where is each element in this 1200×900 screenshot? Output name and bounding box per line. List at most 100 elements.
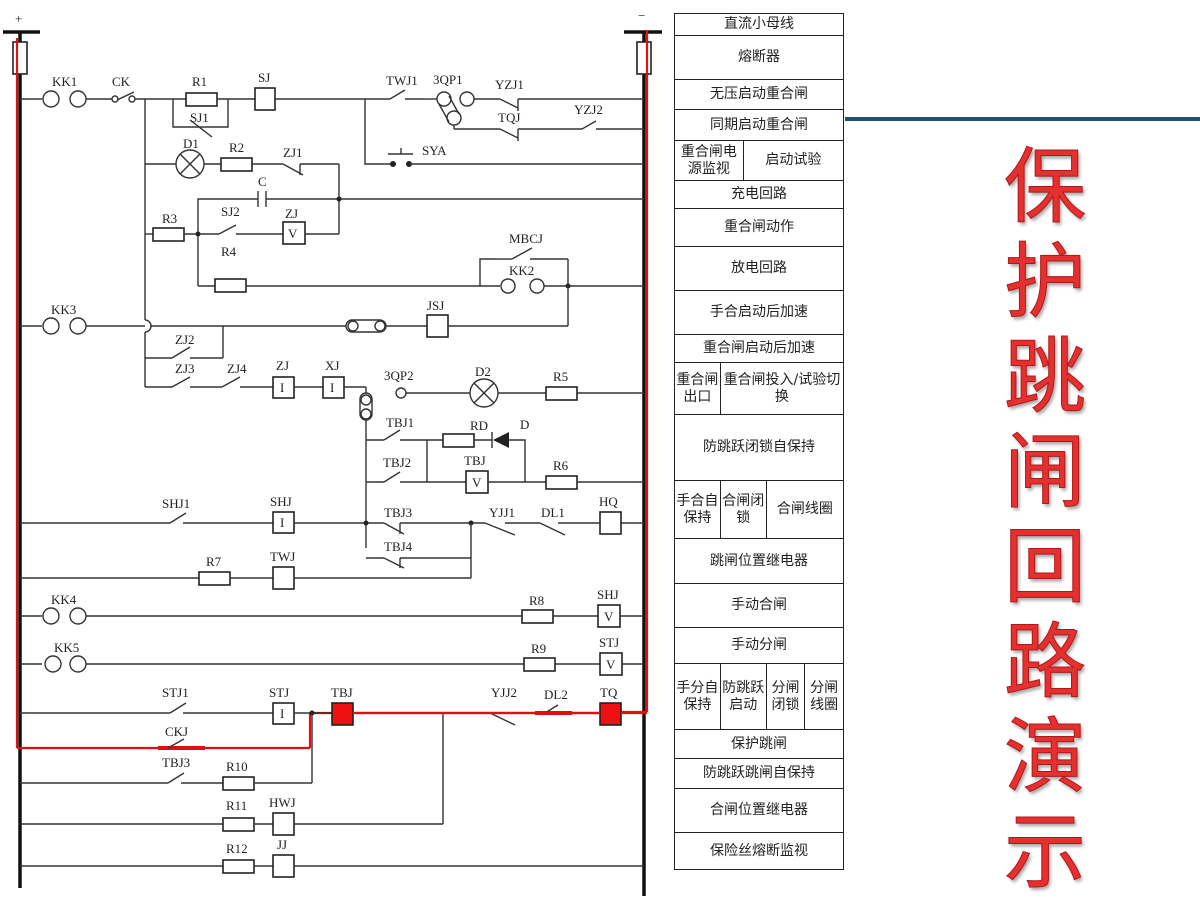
label-JJ: JJ bbox=[277, 837, 287, 852]
label-KK1: KK1 bbox=[52, 74, 77, 89]
label-TBJ3: TBJ3 bbox=[384, 505, 412, 520]
label-DL2: DL2 bbox=[544, 687, 568, 702]
label-ZJ4: ZJ4 bbox=[227, 361, 247, 376]
label-SJ2: SJ2 bbox=[221, 204, 240, 219]
label-TWJ: TWJ bbox=[270, 549, 295, 564]
title-char: 回 bbox=[1003, 520, 1086, 616]
label-R12: R12 bbox=[226, 841, 248, 856]
coil-XJ: I bbox=[330, 380, 334, 395]
coil-STJ-I: I bbox=[280, 706, 284, 721]
label-TQ: TQ bbox=[600, 685, 618, 700]
label-TBJ3b: TBJ3 bbox=[162, 755, 190, 770]
label-CKJ: CKJ bbox=[165, 724, 188, 739]
label-SJ1: SJ1 bbox=[190, 110, 209, 125]
row-protection-trip: CKJ bbox=[165, 724, 188, 749]
label-TBJ4: TBJ4 bbox=[384, 539, 413, 554]
label-YZJ1: YZJ1 bbox=[495, 77, 524, 92]
label-DL1: DL1 bbox=[541, 505, 565, 520]
label-D1: D1 bbox=[183, 136, 199, 151]
coil-STJ-V: V bbox=[606, 657, 616, 672]
legend-close-lock: 合闸闭锁 bbox=[719, 480, 767, 539]
legend-reclose-switch: 重合闸投入/试验切换 bbox=[719, 362, 845, 415]
label-R5: R5 bbox=[553, 369, 568, 384]
row-manual-close-accel: KK3 JSJ bbox=[20, 298, 568, 338]
label-R8: R8 bbox=[529, 593, 544, 608]
label-3QP2: 3QP2 bbox=[384, 368, 414, 383]
label-TBJ2: TBJ2 bbox=[383, 455, 411, 470]
coil-ZJ-I: I bbox=[280, 380, 284, 395]
label-TBJ-V: TBJ bbox=[464, 453, 486, 468]
title-char: 闸 bbox=[1003, 425, 1086, 521]
label-ZJ1: ZJ1 bbox=[283, 145, 303, 160]
label-HWJ: HWJ bbox=[269, 795, 296, 810]
label-3QP1: 3QP1 bbox=[433, 72, 463, 87]
label-STJ1: STJ1 bbox=[162, 685, 189, 700]
legend-charging-circuit: 充电回路 bbox=[674, 180, 844, 209]
label-STJ-I: STJ bbox=[269, 685, 289, 700]
row-close-position-relay: R11 HWJ bbox=[20, 795, 443, 836]
label-YJJ1: YJJ1 bbox=[489, 505, 515, 520]
coil-SHJ-V: V bbox=[604, 609, 614, 624]
row-trip-coil: STJ1 I STJ TBJ YJJ2 DL2 TQ bbox=[20, 685, 622, 824]
label-TWJ1: TWJ1 bbox=[386, 73, 418, 88]
label-ZJ-V: ZJ bbox=[285, 206, 298, 221]
title-char: 跳 bbox=[1003, 330, 1086, 426]
label-ZJ-I: ZJ bbox=[276, 358, 289, 373]
label-KK3: KK3 bbox=[51, 302, 76, 317]
negative-bus: − bbox=[624, 8, 662, 896]
tbj-current-coil-active bbox=[331, 702, 354, 726]
label-R7: R7 bbox=[206, 554, 222, 569]
tq-trip-coil-active bbox=[599, 702, 622, 726]
legend-reclose-power-monitor: 重合闸电源监视 bbox=[674, 140, 744, 181]
label-R2: R2 bbox=[229, 140, 244, 155]
legend-dc-bus: 直流小母线 bbox=[674, 13, 844, 36]
label-KK5: KK5 bbox=[54, 640, 79, 655]
coil-TBJ-V: V bbox=[472, 475, 482, 490]
coil-ZJ-V: V bbox=[288, 226, 298, 241]
label-MBCJ: MBCJ bbox=[509, 231, 543, 246]
legend-manual-close-hold: 手合自保持 bbox=[674, 480, 721, 539]
row-charging-start: KK1 CK R1 SJ1 SJ TWJ1 3QP1 YZJ1 TQJ YZJ2 bbox=[20, 70, 644, 167]
legend-reclose-exit: 重合闸出口 bbox=[674, 362, 721, 415]
label-SHJ-I: SHJ bbox=[270, 494, 292, 509]
legend-anti-pump-trip-hold: 防跳跃跳闸自保持 bbox=[674, 758, 844, 789]
label-SJ: SJ bbox=[258, 70, 270, 85]
label-YZJ2: YZJ2 bbox=[574, 102, 603, 117]
legend-close-coil: 合闸线圈 bbox=[765, 480, 845, 539]
title-char: 示 bbox=[1003, 805, 1086, 900]
label-C: C bbox=[258, 174, 267, 189]
label-SHJ1: SHJ1 bbox=[162, 496, 190, 511]
wire-crossover bbox=[144, 319, 152, 333]
legend-reclose-accel: 重合闸启动后加速 bbox=[674, 334, 844, 363]
legend-trip-position-relay: 跳闸位置继电器 bbox=[674, 538, 844, 584]
title-char: 路 bbox=[1003, 615, 1086, 711]
legend-fuse-monitor: 保险丝熔断监视 bbox=[674, 832, 844, 870]
label-TBJ-I: TBJ bbox=[331, 685, 353, 700]
row-reclose-switch: 3QP2 D2 R5 bbox=[384, 364, 644, 408]
label-ZJ2: ZJ2 bbox=[175, 332, 195, 347]
label-R6: R6 bbox=[553, 458, 569, 473]
label-ZJ3: ZJ3 bbox=[175, 361, 195, 376]
legend-close-position-relay: 合闸位置继电器 bbox=[674, 788, 844, 833]
label-TQJ: TQJ bbox=[498, 110, 520, 125]
row-manual-trip: KK5 R9 V STJ bbox=[20, 635, 644, 676]
row-discharge: MBCJ KK2 bbox=[479, 231, 644, 326]
title-char: 护 bbox=[1003, 235, 1086, 331]
legend-discharge-circuit: 放电回路 bbox=[674, 246, 844, 291]
label-R4: R4 bbox=[221, 244, 237, 259]
legend-sync-reclose: 同期启动重合闸 bbox=[674, 109, 844, 141]
label-SHJ-V: SHJ bbox=[597, 587, 619, 602]
label-R1: R1 bbox=[192, 74, 207, 89]
legend-protection-trip: 保护跳闸 bbox=[674, 729, 844, 759]
label-KK2: KK2 bbox=[509, 263, 534, 278]
label-D: D bbox=[520, 417, 529, 432]
row-charging-circuit: C R3 SJ2 V ZJ R4 bbox=[145, 174, 644, 293]
label-R11: R11 bbox=[226, 798, 247, 813]
page-title: 保 护 跳 闸 回 路 演 示 bbox=[990, 140, 1100, 900]
label-RD: RD bbox=[470, 418, 488, 433]
row-anti-pump-hold: TBJ1 RD D TBJ2 V TBJ R6 bbox=[366, 415, 644, 494]
row-close-coil: SHJ1 I SHJ TBJ3 YJJ1 DL1 HQ TBJ4 bbox=[20, 494, 644, 578]
label-R10: R10 bbox=[226, 759, 248, 774]
row-trip-position-relay: R7 TWJ bbox=[20, 549, 471, 590]
